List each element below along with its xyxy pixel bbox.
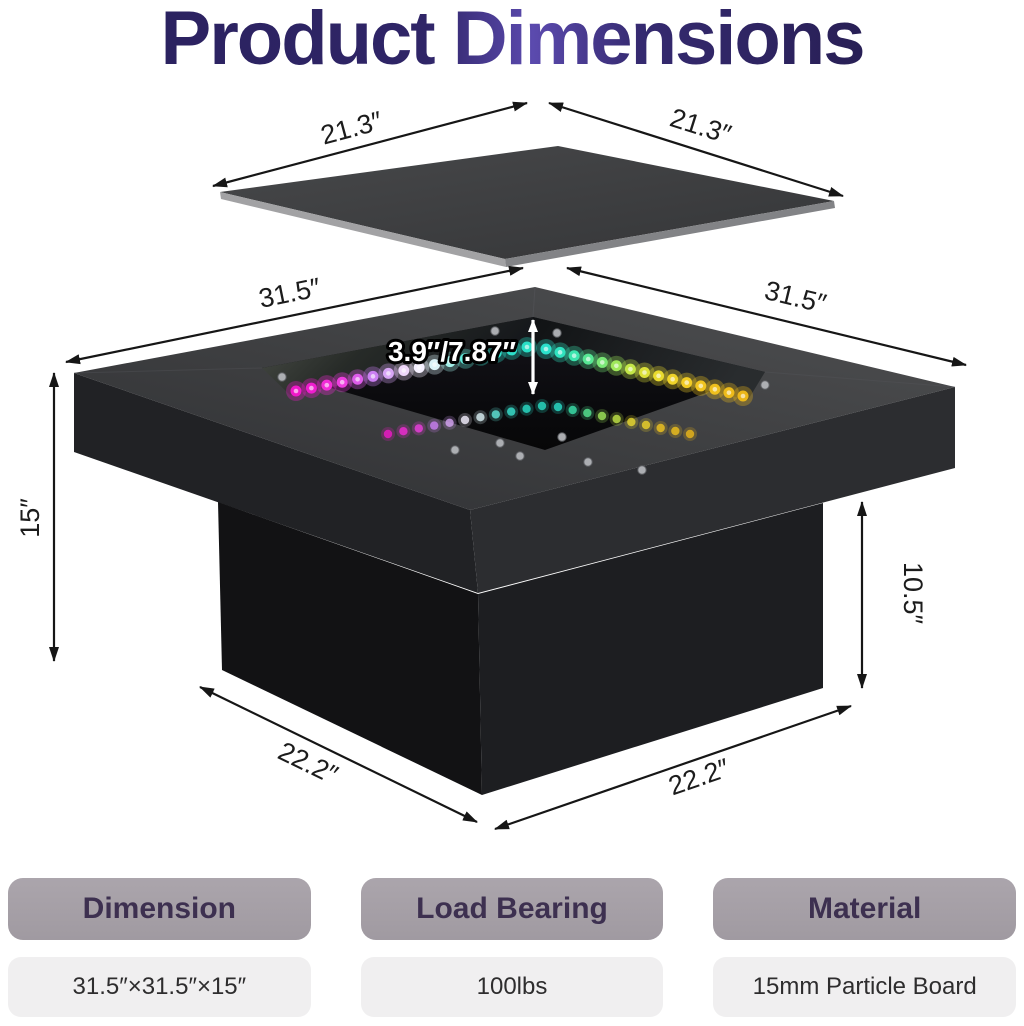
dim-line-base-width (199, 686, 478, 823)
label-table-height: 15″ (15, 498, 45, 538)
dim-line-lid-depth (548, 101, 844, 198)
spec-header-dimension: Dimension (8, 878, 311, 940)
lid-edge-left (220, 192, 506, 267)
page-title: Product Dimensions (161, 0, 864, 81)
dim-line-tabletop-width (65, 265, 524, 365)
spec-header-load-bearing: Load Bearing (360, 878, 664, 940)
spec-cards: Dimension 31.5″×31.5″×15″ Load Bearing 1… (0, 878, 1024, 1017)
spec-value-dimension: 31.5″×31.5″×15″ (8, 957, 311, 1017)
tabletop-side-right (470, 387, 955, 593)
lid-edge-right (505, 201, 835, 267)
tabletop-seam-right (764, 371, 956, 388)
spec-card-material: Material 15mm Particle Board (713, 878, 1017, 1017)
spec-value-load-bearing: 100lbs (360, 957, 664, 1017)
label-tabletop-depth: 31.5″ (762, 275, 830, 319)
spec-header-material: Material (713, 878, 1017, 940)
label-tabletop-width: 31.5″ (256, 272, 323, 314)
dim-line-tabletop-depth (566, 266, 967, 367)
spec-card-load-bearing: Load Bearing 100lbs (360, 878, 664, 1017)
label-recess-depth: 3.9″/7.87″ (388, 336, 516, 367)
dim-line-lid-width (212, 101, 528, 188)
label-base-depth: 22.2″ (665, 753, 734, 802)
label-leg-height: 10.5″ (898, 562, 928, 625)
tabletop-seam-left (73, 367, 263, 374)
dimension-lines (49, 101, 967, 831)
spec-value-material: 15mm Particle Board (713, 957, 1017, 1017)
screw-studs (277, 326, 770, 475)
dim-line-base-depth (494, 704, 852, 831)
tabletop-seam-front (532, 286, 536, 318)
tabletop-side-left (74, 373, 478, 593)
label-base-width: 22.2″ (274, 736, 343, 790)
spec-card-dimension: Dimension 31.5″×31.5″×15″ (8, 878, 311, 1017)
